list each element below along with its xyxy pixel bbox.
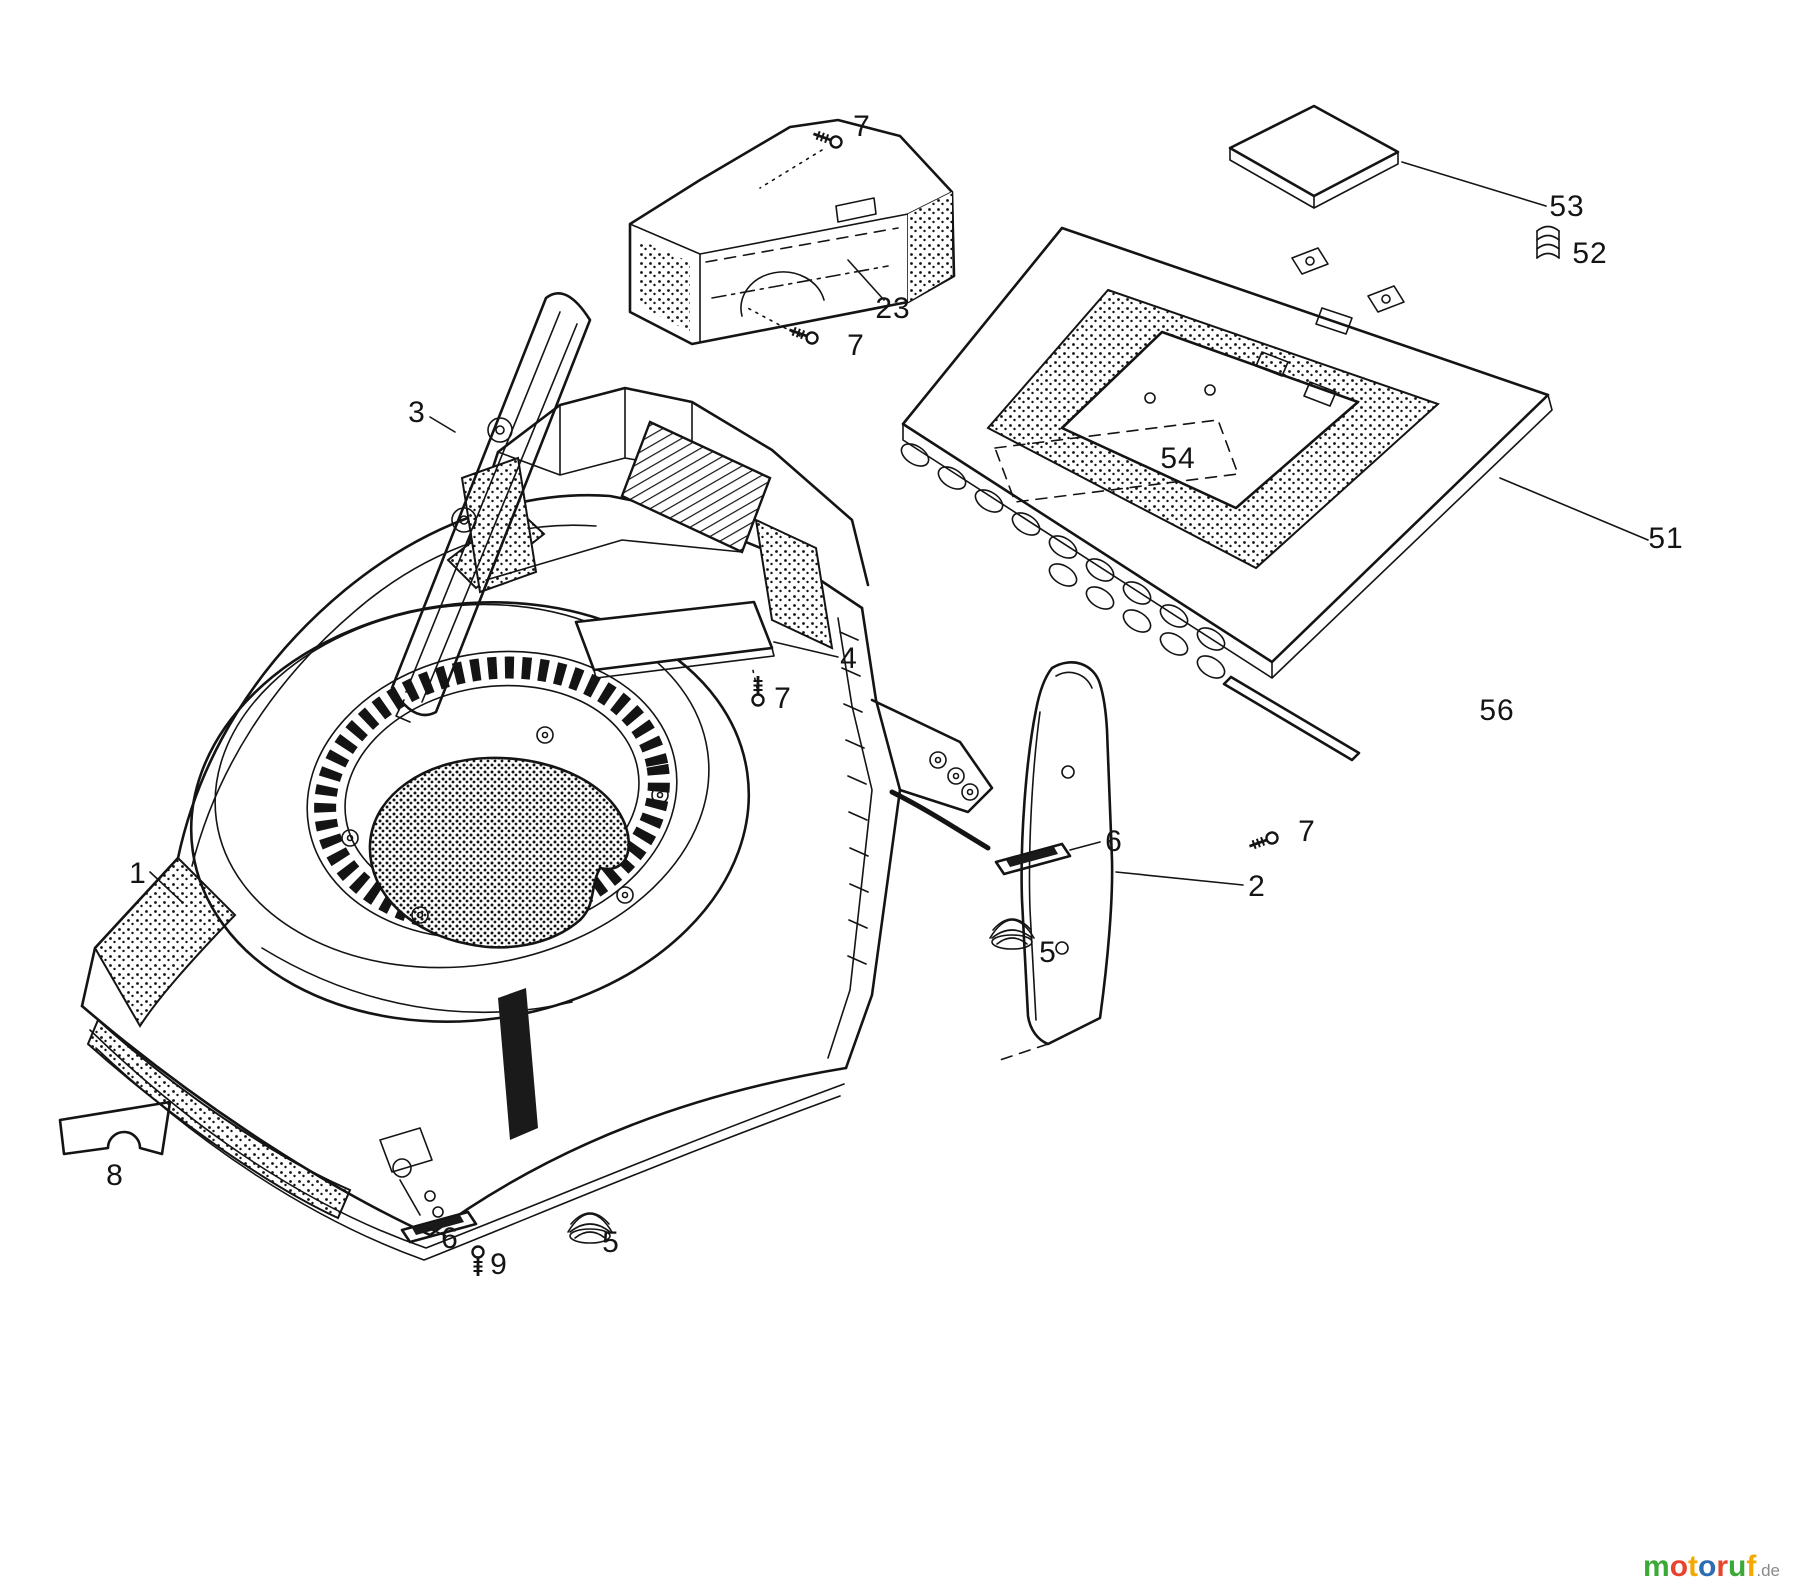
watermark-letter: o <box>1669 1550 1689 1583</box>
screw-7-shroud-bottom <box>786 323 821 347</box>
watermark-letter: u <box>1728 1550 1747 1583</box>
callout-1: 1 <box>129 857 147 890</box>
watermark-suffix: .de <box>1756 1561 1780 1580</box>
callout-9: 9 <box>490 1248 508 1281</box>
rear-strip-3 <box>390 292 592 723</box>
screw-7-right <box>1246 829 1281 853</box>
handle-bracket <box>379 1127 444 1218</box>
callout-56: 56 <box>1479 694 1515 727</box>
callout-23: 23 <box>875 292 911 325</box>
callout-3: 3 <box>408 396 426 429</box>
callout-51: 51 <box>1648 522 1684 555</box>
watermark-letter: t <box>1688 1550 1699 1583</box>
callout-6-right: 6 <box>1105 825 1123 858</box>
callout-7-deck: 7 <box>774 682 792 715</box>
watermark-letter: r <box>1716 1550 1729 1583</box>
callout-52: 52 <box>1572 237 1608 270</box>
spring-52 <box>1536 225 1560 259</box>
leader-lines <box>149 149 1649 1237</box>
plug-5-right <box>989 918 1035 950</box>
screw-9 <box>471 1245 485 1278</box>
screw-7-shroud-top <box>810 127 845 151</box>
callout-7-shroud-top: 7 <box>853 110 871 143</box>
engine-shroud-23 <box>628 118 956 346</box>
callout-53: 53 <box>1549 190 1585 223</box>
deflector-2 <box>999 661 1114 1061</box>
callout-2: 2 <box>1248 870 1266 903</box>
callout-5-right: 5 <box>1039 936 1057 969</box>
rod-56 <box>1222 675 1361 762</box>
callout-4: 4 <box>840 642 858 675</box>
motoruf-watermark[interactable]: motoruf.de <box>1643 1550 1780 1584</box>
lid-53 <box>1228 104 1400 209</box>
callout-54: 54 <box>1160 442 1196 475</box>
mower-deck <box>80 386 994 1261</box>
deck-screw-holes <box>341 726 669 924</box>
label-plate-8 <box>58 1100 172 1156</box>
rear-cover-51 <box>900 226 1553 679</box>
callout-5-bottom: 5 <box>602 1226 620 1259</box>
watermark-letter: f <box>1746 1550 1757 1583</box>
screw-7-deck <box>751 674 765 707</box>
callout-7-right: 7 <box>1298 815 1316 848</box>
clip-6-right <box>994 842 1072 876</box>
watermark-letter: m <box>1643 1550 1670 1583</box>
callout-7-shroud-bottom: 7 <box>847 329 865 362</box>
callout-6-bottom: 6 <box>441 1222 459 1255</box>
callout-8: 8 <box>106 1159 124 1192</box>
hinge-knuckles <box>900 443 1226 679</box>
watermark-letter: o <box>1698 1550 1717 1583</box>
